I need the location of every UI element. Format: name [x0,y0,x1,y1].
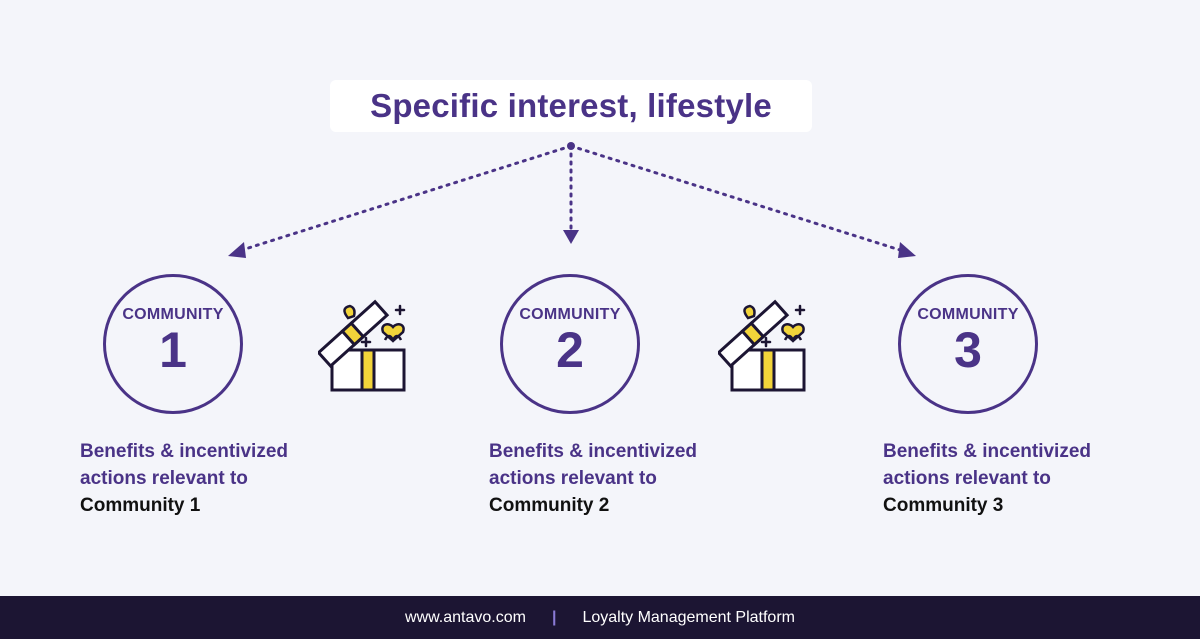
arrow-down-icon [228,242,246,258]
benefits-community-name: Community 2 [489,495,610,516]
benefits-line-2: actions relevant to [883,468,1051,489]
bow-icon [343,304,356,320]
community-label: COMMUNITY [519,306,621,323]
community-circle-1: COMMUNITY 1 [103,274,243,414]
heart-outline-icon [383,334,403,343]
benefits-line-2: actions relevant to [489,468,657,489]
community-number: 2 [556,322,584,378]
community-label: COMMUNITY [917,306,1019,323]
connector-right [569,144,902,252]
arrow-down-icon [898,242,916,258]
community-number: 3 [954,322,982,378]
sparkle-icon [360,304,406,348]
benefits-text-3: Benefits & incentivized actions relevant… [883,438,1143,519]
benefits-line-2: actions relevant to [80,468,248,489]
sparkle-icon [760,304,806,348]
benefits-line-1: Benefits & incentivized [80,441,288,462]
benefits-line-1: Benefits & incentivized [883,441,1091,462]
gift-box-icon [318,299,406,392]
footer-bar: www.antavo.com | Loyalty Management Plat… [0,596,1200,639]
community-label: COMMUNITY [122,306,224,323]
community-number: 1 [159,322,187,378]
footer-separator: | [551,608,557,626]
gift-box-icon [718,299,806,392]
title-box: Specific interest, lifestyle [330,80,812,132]
heart-outline-icon [783,334,803,343]
bow-icon [743,304,756,320]
benefits-text-2: Benefits & incentivized actions relevant… [489,438,749,519]
footer-tagline: Loyalty Management Platform [582,608,795,626]
diagram-title: Specific interest, lifestyle [370,87,772,124]
benefits-text-1: Benefits & incentivized actions relevant… [80,438,340,519]
arrow-down-icon [563,230,579,244]
community-circle-2: COMMUNITY 2 [500,274,640,414]
footer-website-link[interactable]: www.antavo.com [405,608,526,626]
benefits-community-name: Community 3 [883,495,1004,516]
benefits-line-1: Benefits & incentivized [489,441,697,462]
connector-left [240,144,573,252]
benefits-community-name: Community 1 [80,495,201,516]
community-circle-3: COMMUNITY 3 [898,274,1038,414]
